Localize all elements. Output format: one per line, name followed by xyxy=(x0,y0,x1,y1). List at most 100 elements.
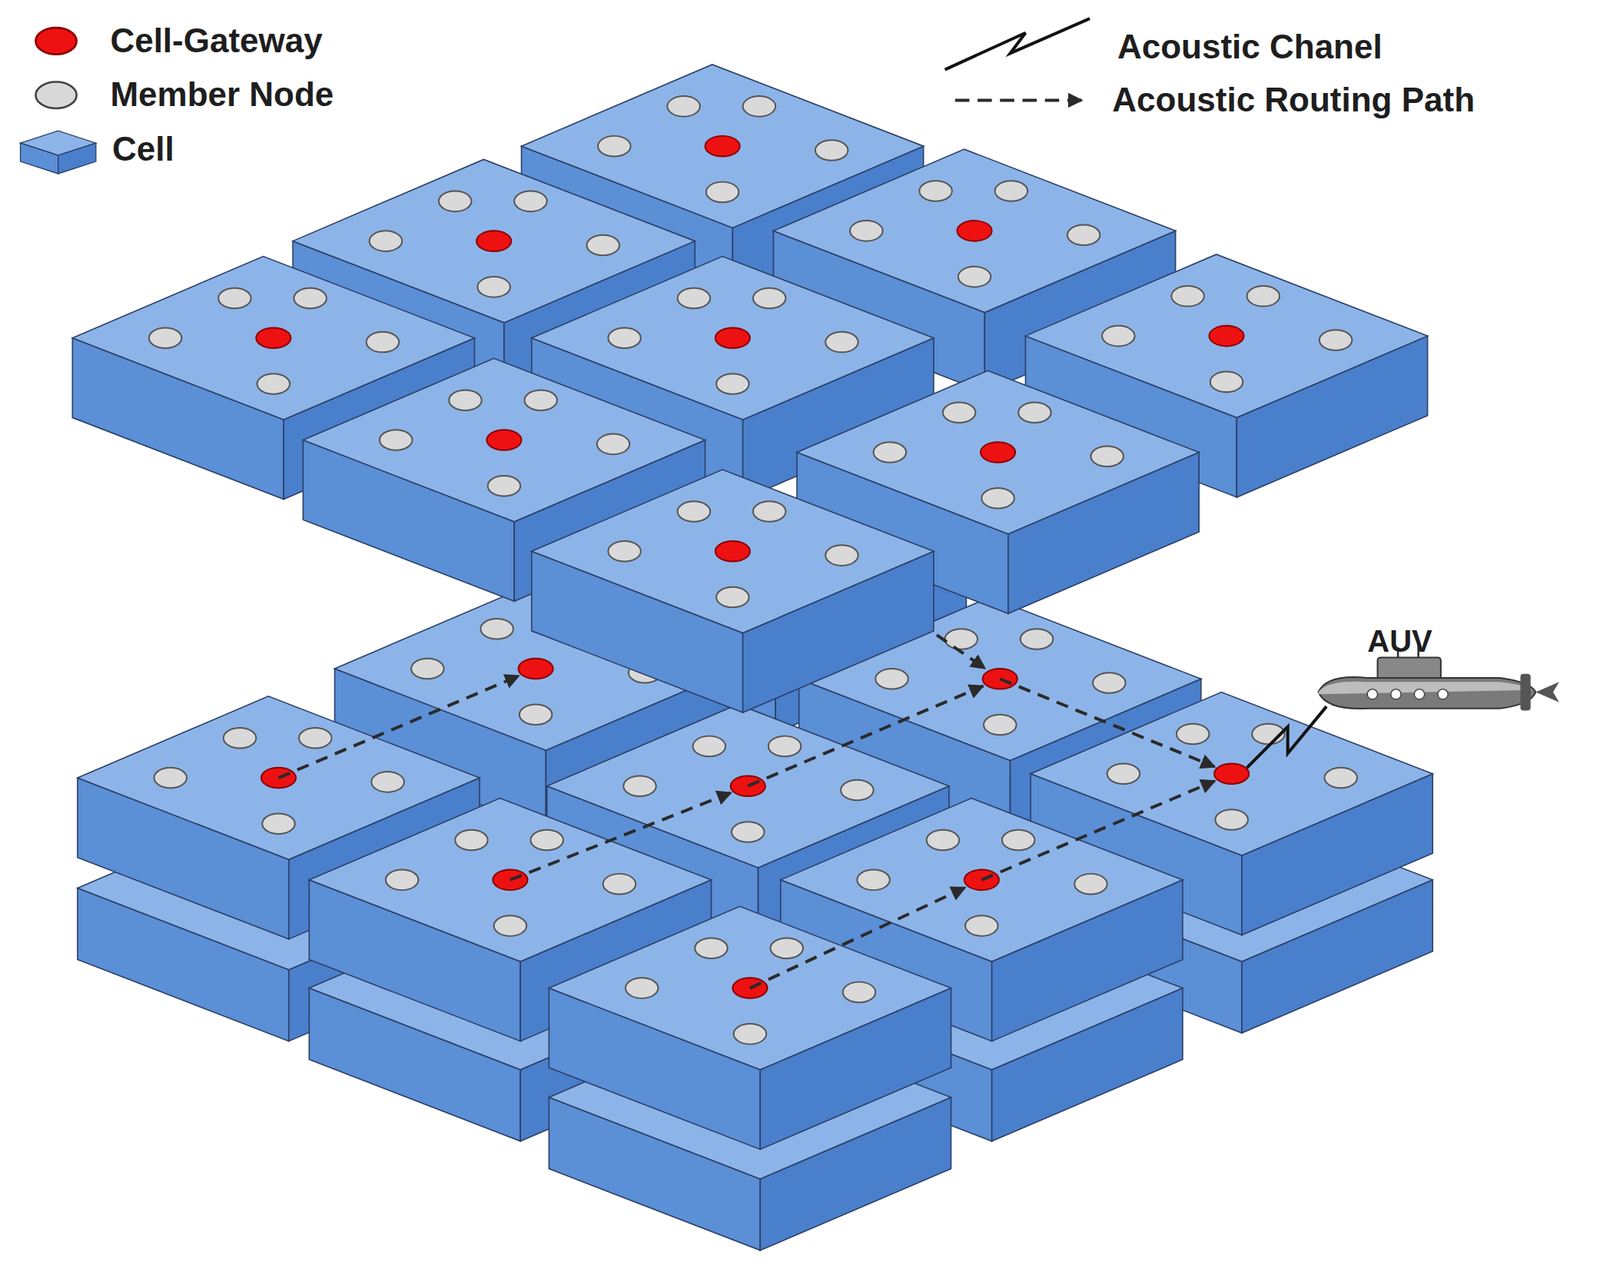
cell-gateway xyxy=(980,441,1016,463)
member-node xyxy=(1092,672,1126,694)
member-node xyxy=(379,429,412,451)
cell-top xyxy=(531,256,934,420)
member-node xyxy=(995,180,1028,202)
member-node xyxy=(1324,767,1357,789)
member-node xyxy=(840,780,874,801)
cell-gateway xyxy=(486,429,522,451)
cell-top xyxy=(1030,692,1433,856)
member-node xyxy=(1067,224,1100,246)
member-node xyxy=(753,288,786,309)
cell-gateway xyxy=(715,541,751,562)
member-node xyxy=(677,501,711,522)
legend-dashed-arrow xyxy=(955,98,1083,102)
member-node xyxy=(1074,873,1107,895)
cell-gateway xyxy=(715,328,751,349)
member-node xyxy=(438,191,472,213)
member-node xyxy=(477,276,510,298)
member-node xyxy=(768,736,801,757)
member-node xyxy=(743,96,776,117)
member-node xyxy=(958,266,991,288)
cell-top xyxy=(302,358,705,522)
member-node xyxy=(875,668,908,690)
member-node xyxy=(770,938,803,960)
member-node xyxy=(919,180,952,202)
member-node xyxy=(981,487,1014,509)
routing-path xyxy=(936,634,986,668)
member-node xyxy=(825,544,858,566)
member-node xyxy=(815,139,848,161)
legend-text: Acoustic Chanel xyxy=(1117,28,1383,66)
member-node xyxy=(597,136,631,157)
cell-gateway xyxy=(1214,763,1249,784)
member-node xyxy=(625,977,658,999)
member-node xyxy=(825,331,858,353)
member-node xyxy=(873,441,907,463)
upper-layer xyxy=(72,64,1428,713)
member-node xyxy=(530,829,563,851)
acoustic-channel xyxy=(1247,706,1328,768)
member-node xyxy=(607,541,641,562)
member-node xyxy=(1247,285,1280,307)
member-node xyxy=(965,915,998,937)
legend-swatch xyxy=(35,82,77,110)
member-node xyxy=(1107,763,1140,784)
member-node xyxy=(1210,371,1243,393)
member-node xyxy=(623,775,656,797)
member-node xyxy=(262,813,295,835)
member-node xyxy=(448,389,482,411)
member-node xyxy=(1090,446,1123,468)
cell-gateway xyxy=(956,220,992,242)
member-node xyxy=(716,373,749,395)
cell-gateway xyxy=(1208,325,1244,347)
member-node xyxy=(524,389,557,411)
member-node xyxy=(1319,329,1352,351)
vehicle-label: AUV xyxy=(1367,624,1432,658)
member-node xyxy=(366,331,399,353)
member-node xyxy=(706,182,739,203)
member-node xyxy=(257,373,290,395)
member-node xyxy=(856,869,890,891)
member-node xyxy=(1176,723,1209,745)
member-node xyxy=(487,475,521,497)
member-node xyxy=(519,703,552,725)
member-node xyxy=(385,869,419,891)
member-node xyxy=(849,220,883,242)
legend-swatch xyxy=(35,27,77,55)
member-node xyxy=(371,771,404,793)
member-node xyxy=(411,658,444,680)
routing-path xyxy=(747,686,983,787)
member-node xyxy=(603,873,636,895)
routing-path xyxy=(510,792,731,880)
routing-path xyxy=(981,780,1215,880)
member-node xyxy=(369,230,402,252)
member-node xyxy=(1020,628,1053,650)
member-node xyxy=(1018,401,1051,423)
member-node xyxy=(667,96,700,117)
member-node xyxy=(454,829,488,851)
legend-text: Cell xyxy=(112,130,175,168)
routing-path xyxy=(999,678,1215,767)
legend-text: Cell-Gateway xyxy=(109,22,322,60)
cell-gateway xyxy=(705,136,741,157)
cell-top xyxy=(796,370,1199,534)
routing-path xyxy=(278,675,519,778)
cell-gateway xyxy=(518,658,554,680)
cell-top xyxy=(531,469,934,633)
member-node xyxy=(218,288,251,309)
member-node xyxy=(945,628,978,650)
member-node xyxy=(926,829,960,851)
member-node xyxy=(298,727,332,749)
member-node xyxy=(693,736,726,757)
member-node xyxy=(597,434,630,455)
member-node xyxy=(1102,325,1135,347)
member-node xyxy=(677,288,711,309)
member-node xyxy=(494,915,527,937)
member-node xyxy=(153,767,186,789)
member-node xyxy=(1002,829,1035,851)
member-node xyxy=(1214,809,1248,830)
member-node xyxy=(480,618,513,640)
cell-gateway xyxy=(476,230,512,252)
member-node xyxy=(942,401,976,423)
member-node xyxy=(983,714,1016,736)
